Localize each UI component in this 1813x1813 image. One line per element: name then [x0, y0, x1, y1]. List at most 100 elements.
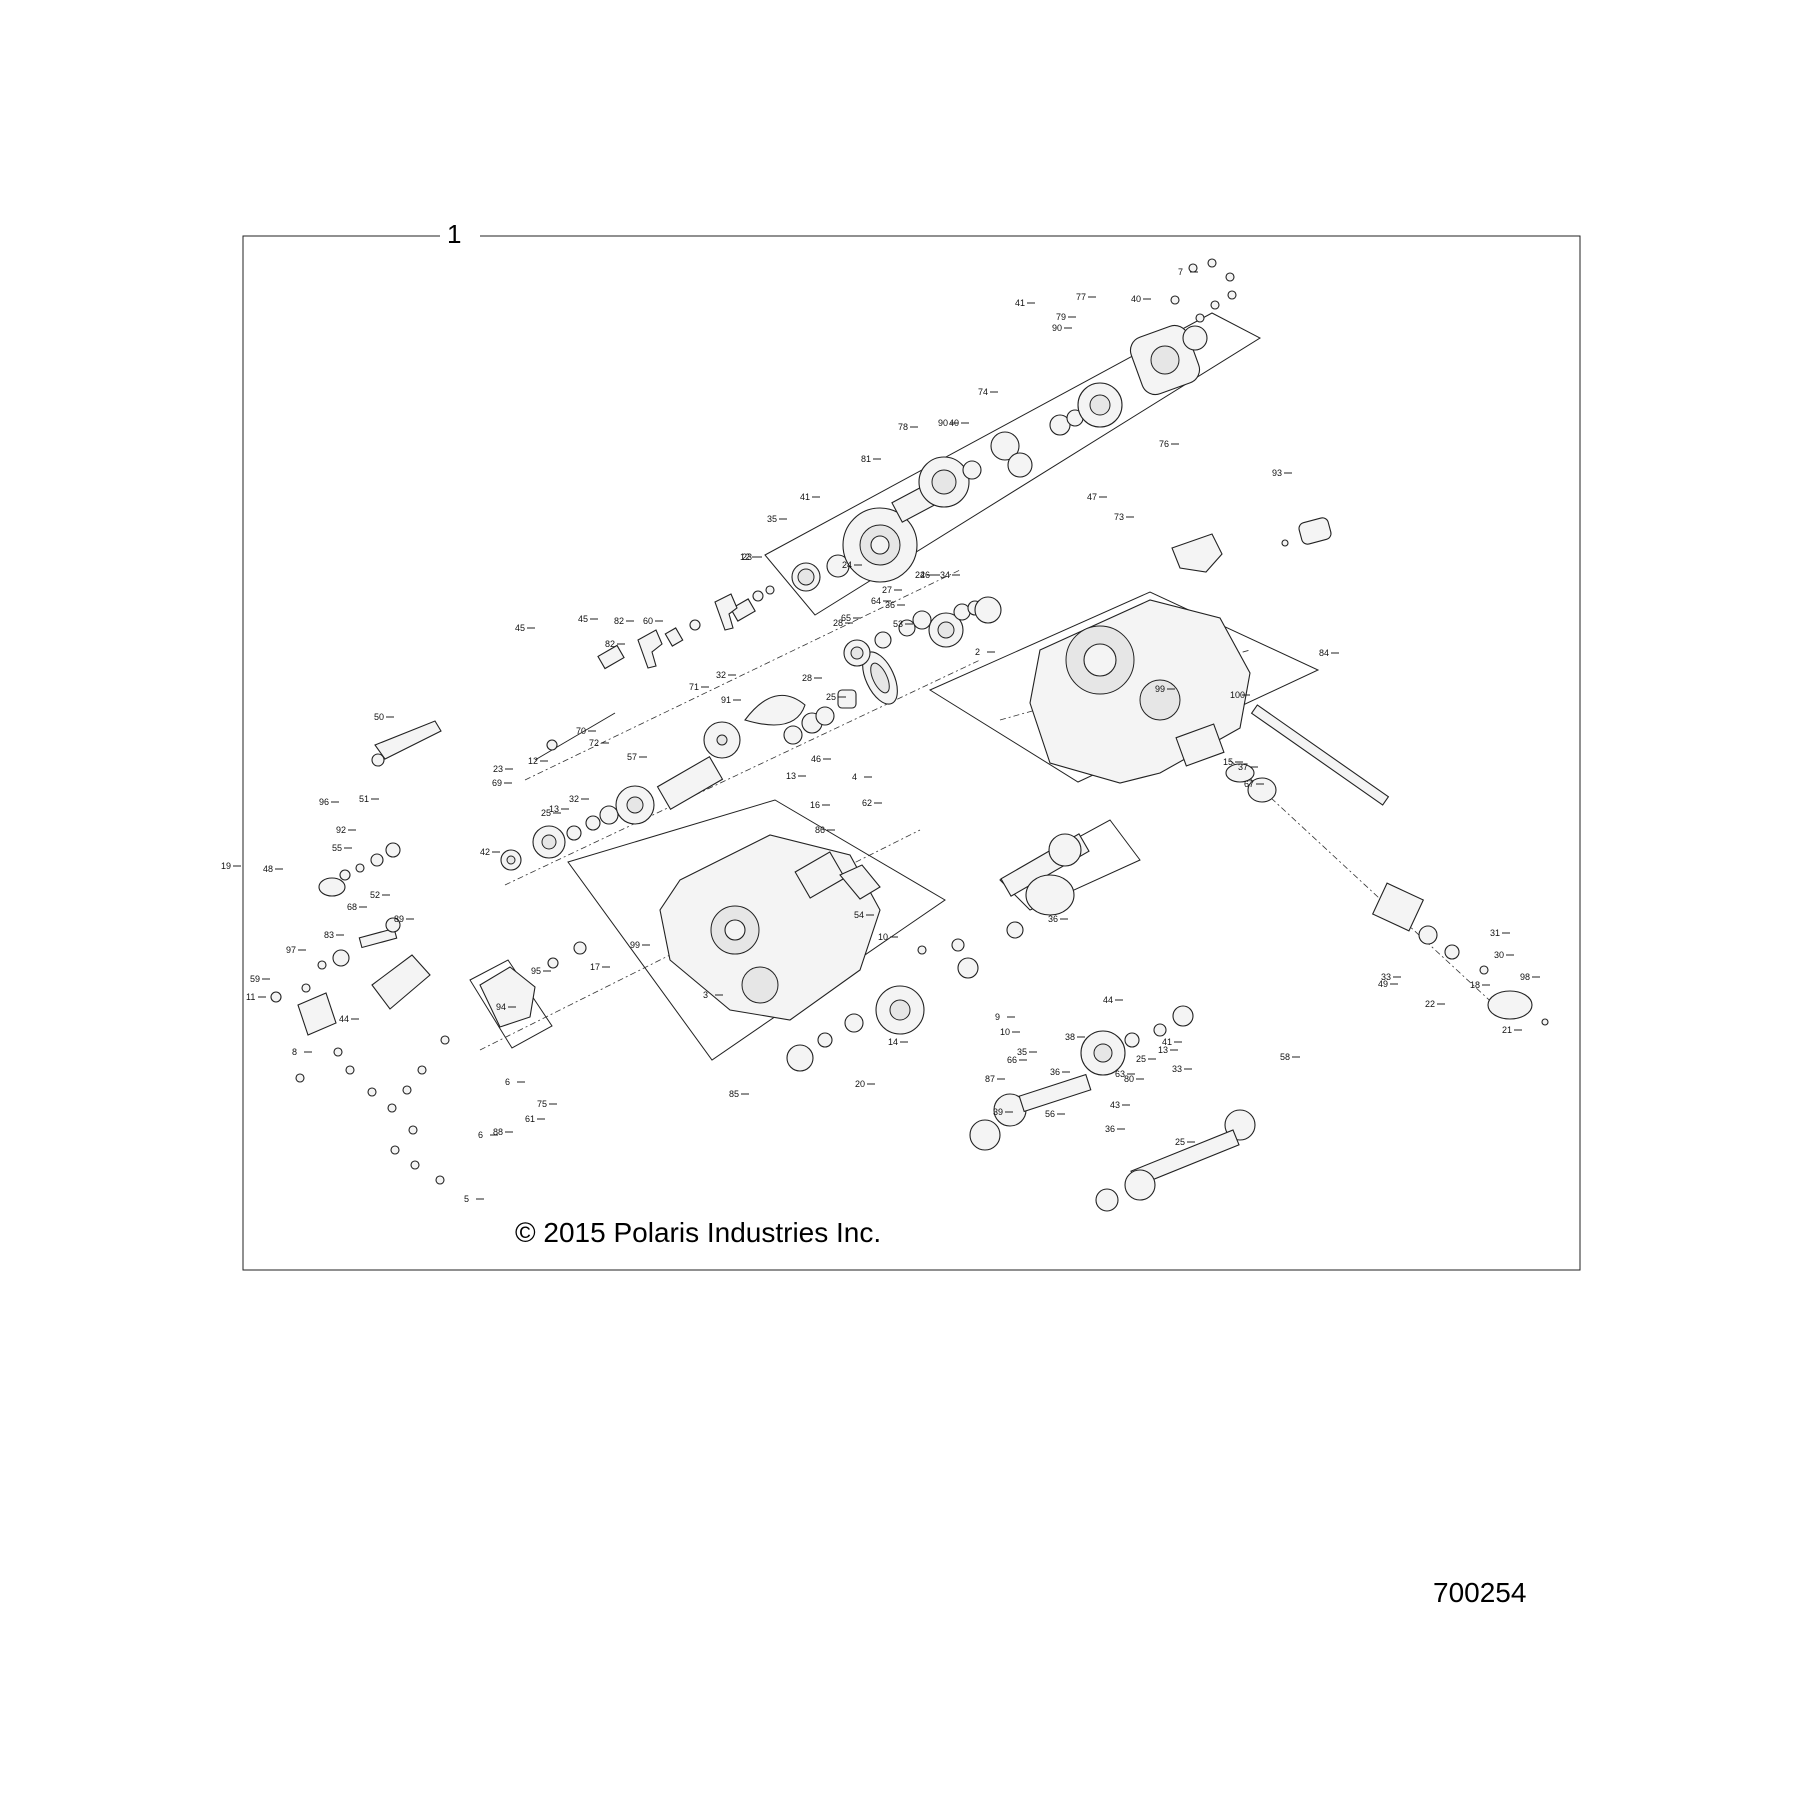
- callout-49: 49: [1378, 979, 1388, 989]
- callout-25: 25: [1136, 1054, 1146, 1064]
- callout-41: 41: [1015, 298, 1025, 308]
- callout-98: 98: [1520, 972, 1530, 982]
- callout-2: 2: [975, 647, 980, 657]
- callout-24: 24: [842, 560, 852, 570]
- callout-73: 73: [1114, 512, 1124, 522]
- callout-65: 65: [841, 613, 851, 623]
- callout-13: 13: [1158, 1045, 1168, 1055]
- callout-20: 20: [855, 1079, 865, 1089]
- callout-95: 95: [531, 966, 541, 976]
- callout-10: 10: [878, 932, 888, 942]
- callout-55: 55: [332, 843, 342, 853]
- callout-66: 66: [1007, 1055, 1017, 1065]
- callout-11: 11: [246, 992, 255, 1002]
- callout-26: 26: [920, 570, 930, 580]
- callout-43: 43: [1110, 1100, 1120, 1110]
- callout-32: 32: [716, 670, 726, 680]
- callout-69: 69: [492, 778, 502, 788]
- callout-76: 76: [1159, 439, 1169, 449]
- callout-92: 92: [336, 825, 346, 835]
- callout-labels: 2345667891010111212131313141516171819202…: [221, 267, 1540, 1204]
- callout-82: 82: [614, 616, 624, 626]
- callout-58: 58: [1280, 1052, 1290, 1062]
- callout-36: 36: [1048, 914, 1058, 924]
- callout-32: 32: [569, 794, 579, 804]
- callout-70: 70: [576, 726, 586, 736]
- callout-25: 25: [541, 808, 551, 818]
- callout-41: 41: [800, 492, 810, 502]
- callout-25: 25: [826, 692, 836, 702]
- callout-9: 9: [995, 1012, 1000, 1022]
- callout-45: 45: [578, 614, 588, 624]
- callout-84: 84: [1319, 648, 1329, 658]
- callout-21: 21: [1502, 1025, 1512, 1035]
- callout-14: 14: [888, 1037, 898, 1047]
- callout-48: 48: [263, 864, 273, 874]
- fork-shaft-group: [534, 585, 775, 761]
- callout-36: 36: [1050, 1067, 1060, 1077]
- callout-15: 15: [1223, 757, 1233, 767]
- callout-96: 96: [319, 797, 329, 807]
- callout-87: 87: [985, 1074, 995, 1084]
- middle-gear-train: [783, 596, 1002, 745]
- callout-85: 85: [729, 1089, 739, 1099]
- callout-51: 51: [359, 794, 369, 804]
- callout-41: 41: [1162, 1037, 1172, 1047]
- callout-5: 5: [464, 1194, 469, 1204]
- assembly-number: 1: [447, 219, 461, 249]
- callout-52: 52: [370, 890, 380, 900]
- left-shift-parts: [270, 720, 587, 1036]
- callout-6: 6: [478, 1130, 483, 1140]
- callout-10: 10: [1000, 1027, 1010, 1037]
- callout-42: 42: [480, 847, 490, 857]
- callout-22: 22: [1425, 999, 1435, 1009]
- callout-47: 47: [1087, 492, 1097, 502]
- callout-24: 24: [915, 570, 925, 580]
- callout-36: 36: [885, 600, 895, 610]
- callout-71: 71: [689, 682, 699, 692]
- front-housing: [659, 834, 881, 1021]
- callout-53: 53: [893, 619, 903, 629]
- callout-64: 64: [871, 596, 881, 606]
- callout-37: 37: [1238, 762, 1248, 772]
- callout-25: 25: [1175, 1137, 1185, 1147]
- callout-83: 83: [324, 930, 334, 940]
- callout-40: 40: [1131, 294, 1141, 304]
- callout-86: 86: [815, 825, 825, 835]
- callout-7: 7: [1178, 267, 1183, 277]
- callout-60: 60: [643, 616, 653, 626]
- callout-50: 50: [374, 712, 384, 722]
- callout-79: 79: [1056, 312, 1066, 322]
- callout-97: 97: [286, 945, 296, 955]
- callout-90: 90: [1052, 323, 1062, 333]
- copyright-text: © 2015 Polaris Industries Inc.: [515, 1217, 881, 1248]
- callout-34: 34: [940, 570, 950, 580]
- rear-housing: [1029, 599, 1251, 784]
- callout-39: 39: [993, 1107, 1003, 1117]
- fasteners: [295, 258, 1237, 1185]
- callout-28: 28: [802, 673, 812, 683]
- callout-38: 38: [1065, 1032, 1075, 1042]
- callout-4: 4: [852, 772, 857, 782]
- callout-62: 62: [862, 798, 872, 808]
- callout-17: 17: [590, 962, 600, 972]
- callout-35: 35: [1017, 1047, 1027, 1057]
- callout-8: 8: [292, 1047, 297, 1057]
- callout-91: 91: [721, 695, 731, 705]
- callout-3: 3: [703, 990, 708, 1000]
- callout-74: 74: [978, 387, 988, 397]
- callout-16: 16: [810, 800, 820, 810]
- callout-23: 23: [742, 552, 752, 562]
- callout-31: 31: [1490, 928, 1500, 938]
- callout-45: 45: [515, 623, 525, 633]
- callout-33: 33: [1172, 1064, 1182, 1074]
- callout-27: 27: [882, 585, 892, 595]
- callout-61: 61: [525, 1114, 535, 1124]
- callout-78: 78: [898, 422, 908, 432]
- callout-100: 100: [1230, 690, 1245, 700]
- callout-13: 13: [549, 804, 559, 814]
- callout-93: 93: [1272, 468, 1282, 478]
- top-gear-train: [791, 324, 1208, 592]
- callout-12: 12: [528, 756, 538, 766]
